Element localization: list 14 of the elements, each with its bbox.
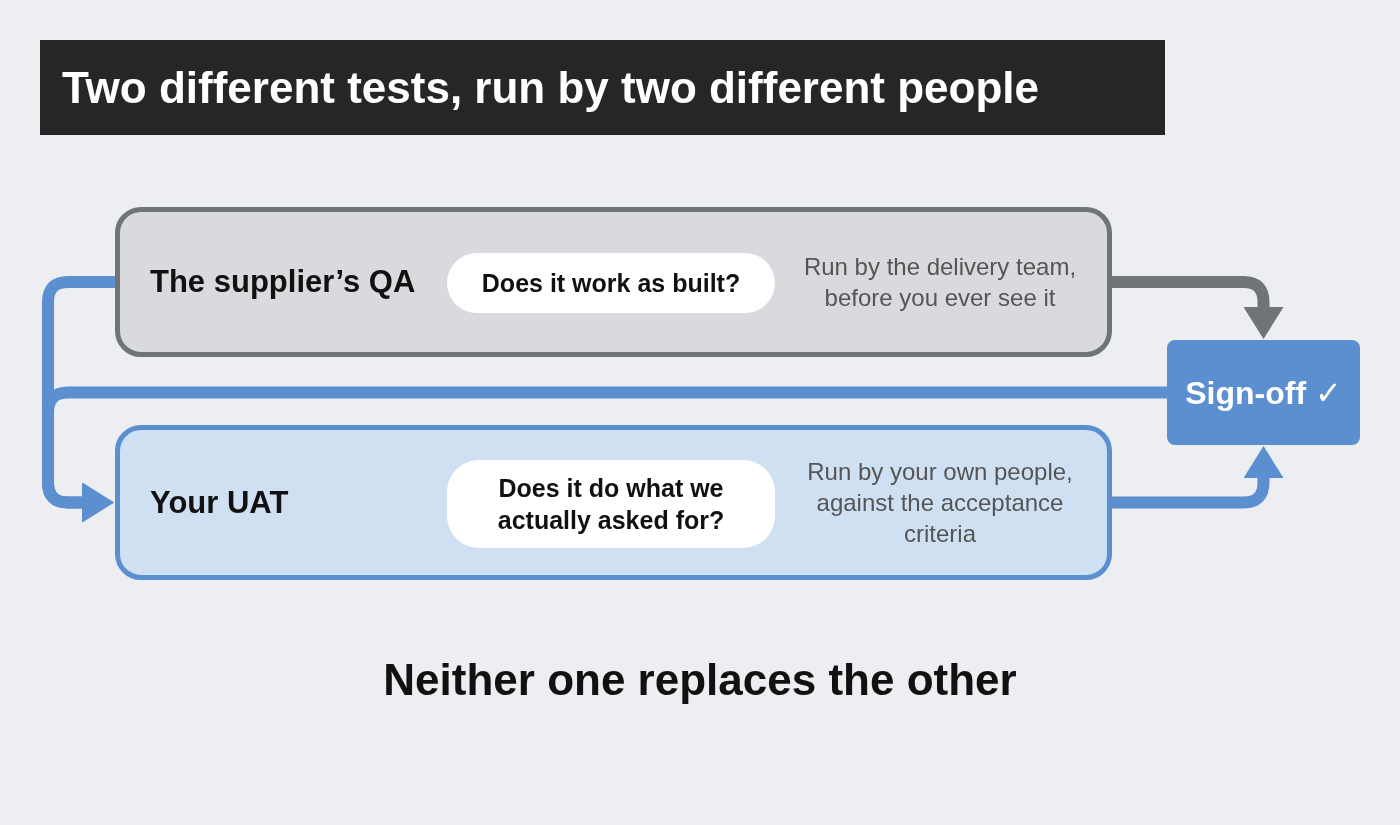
arrow xyxy=(1112,276,1284,339)
process-box xyxy=(115,425,1112,580)
process-box xyxy=(115,207,1112,357)
arrow xyxy=(42,386,1167,523)
sign-off-box: Sign-off ✓ xyxy=(1167,340,1360,445)
question-pill: Does it work as built? xyxy=(447,253,775,313)
title-banner: Two different tests, run by two different people xyxy=(40,40,1165,135)
box-heading: Your UAT xyxy=(150,484,289,521)
box-description: Run by the delivery team, before you ever see it xyxy=(802,251,1078,313)
box-heading: The supplier’s QA xyxy=(150,264,416,300)
footer-note: Neither one replaces the other xyxy=(382,655,1018,705)
box-description: Run by your own people, against the acceptance criteria xyxy=(806,456,1074,550)
question-pill: Does it do what we actually asked for? xyxy=(447,460,775,548)
arrow xyxy=(1112,446,1284,509)
